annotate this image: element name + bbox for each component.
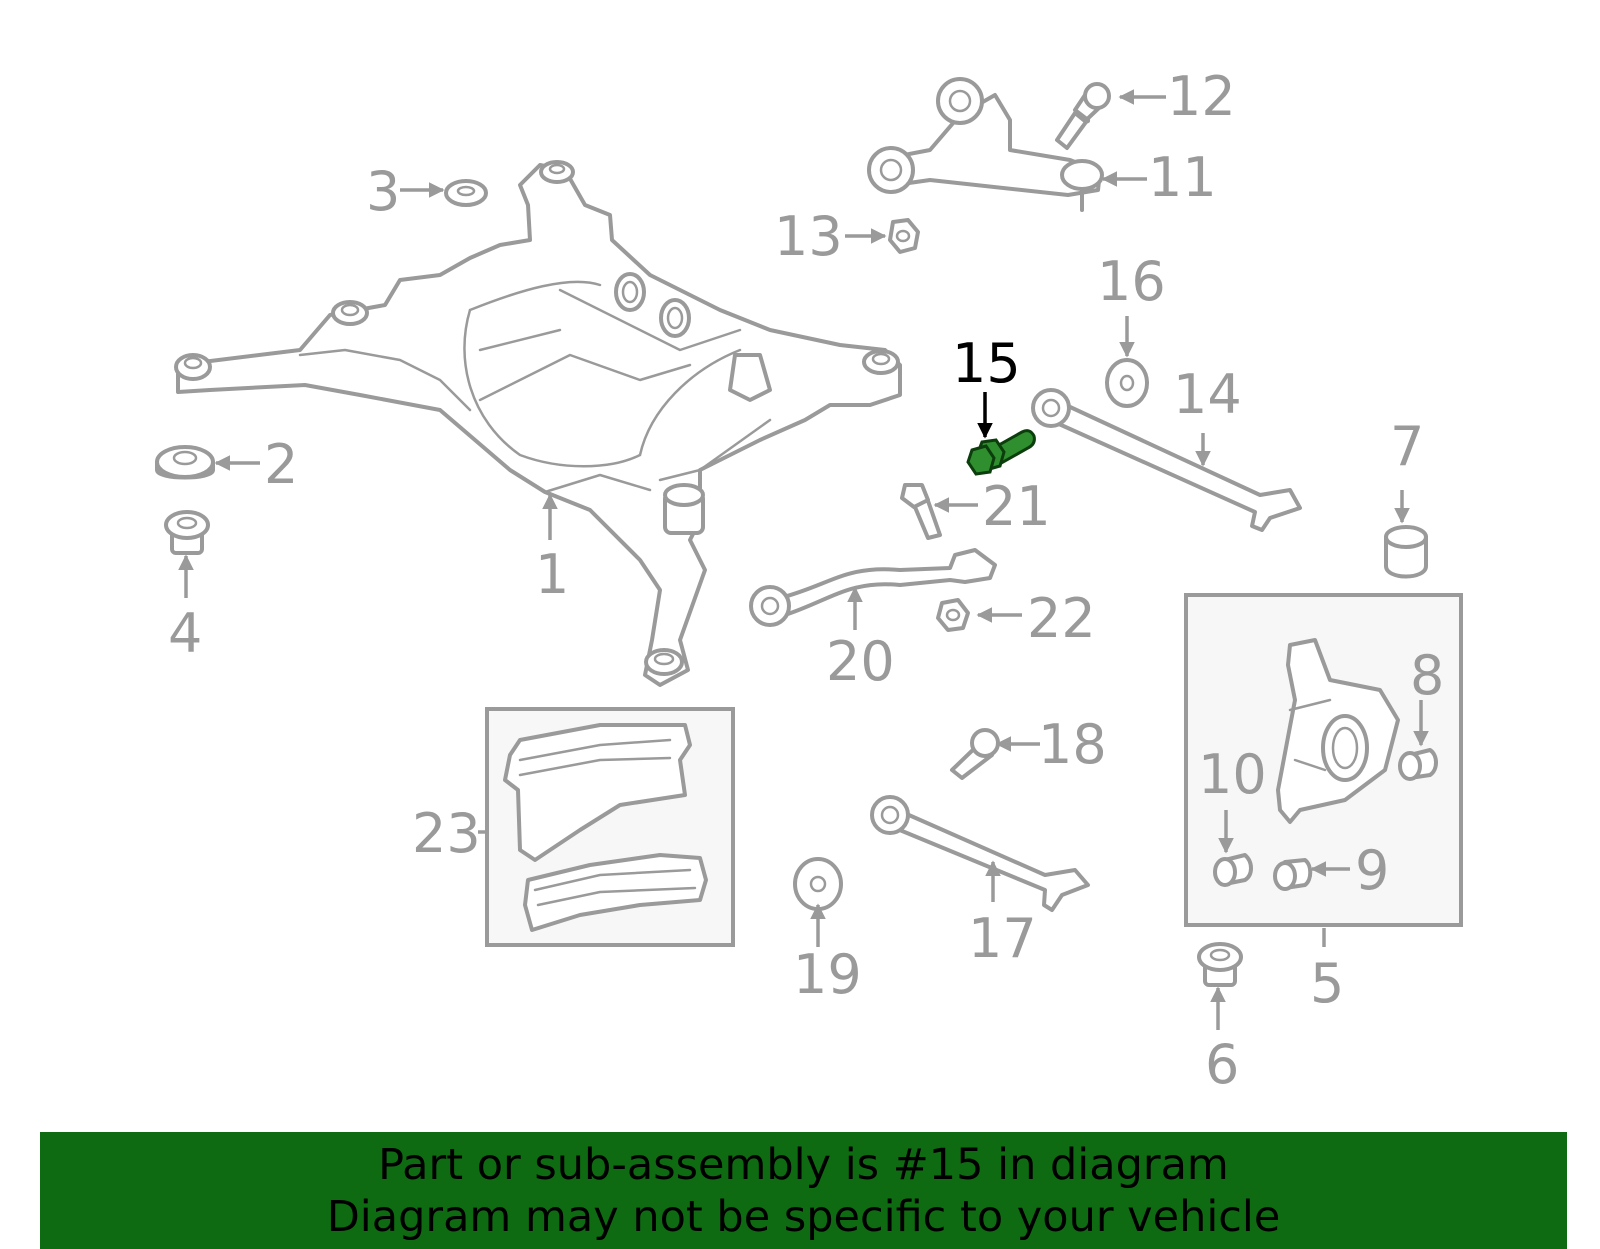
callout-labels: 1 2 3 4 5 6 7 8 9 10 11 12 13 14 15 16 1… — [168, 65, 1444, 1096]
callout-6: 6 — [1205, 1033, 1239, 1096]
callout-12: 12 — [1167, 65, 1236, 128]
callout-7: 7 — [1390, 415, 1424, 478]
callout-13: 13 — [774, 205, 843, 268]
part-16-washer[interactable] — [1105, 358, 1149, 408]
info-banner: Part or sub-assembly is #15 in diagram D… — [40, 1132, 1567, 1249]
inset-23-covers[interactable] — [485, 707, 735, 947]
part-14-lateral-link[interactable] — [1031, 388, 1302, 532]
part-22-nut[interactable] — [936, 598, 970, 632]
part-11-upper-arm[interactable] — [867, 77, 1104, 212]
callout-4: 4 — [168, 602, 202, 665]
callout-5: 5 — [1310, 952, 1344, 1015]
part-1-subframe[interactable] — [174, 160, 902, 687]
callout-19: 19 — [793, 943, 862, 1006]
part-15-bolt-highlighted[interactable] — [966, 429, 1036, 476]
banner-line-1: Part or sub-assembly is #15 in diagram — [378, 1139, 1229, 1190]
callout-15-highlighted: 15 — [952, 332, 1021, 395]
callout-14: 14 — [1173, 363, 1242, 426]
callout-11: 11 — [1148, 146, 1217, 209]
callout-3: 3 — [366, 160, 400, 223]
callout-2: 2 — [264, 433, 298, 496]
inset-5-knuckle[interactable] — [1184, 593, 1463, 927]
callout-1: 1 — [535, 543, 569, 606]
parts-diagram: 1 2 3 4 5 6 7 8 9 10 11 12 13 14 15 16 1… — [155, 65, 1463, 1096]
part-2-washer[interactable] — [155, 445, 215, 480]
leader-lines — [178, 89, 1429, 1030]
callout-8: 8 — [1410, 644, 1444, 707]
part-17-link[interactable] — [870, 795, 1090, 912]
callout-20: 20 — [826, 630, 895, 693]
callout-9: 9 — [1355, 839, 1389, 902]
callout-16: 16 — [1097, 250, 1166, 313]
callout-21: 21 — [982, 475, 1051, 538]
part-18-bolt[interactable] — [950, 728, 1000, 780]
callout-18: 18 — [1038, 713, 1107, 776]
part-20-link[interactable] — [749, 548, 997, 627]
part-7-bushing[interactable] — [1384, 525, 1428, 579]
part-19-washer[interactable] — [793, 857, 843, 911]
part-12-bolt[interactable] — [1055, 82, 1111, 150]
callout-17: 17 — [968, 907, 1037, 970]
part-3-washer[interactable] — [444, 179, 488, 207]
banner-line-2: Diagram may not be specific to your vehi… — [326, 1191, 1281, 1242]
part-4-nut[interactable] — [164, 510, 210, 555]
part-6-nut[interactable] — [1197, 942, 1243, 987]
callout-10: 10 — [1198, 743, 1267, 806]
callout-22: 22 — [1027, 587, 1096, 650]
callout-23: 23 — [412, 802, 481, 865]
part-21-bolt[interactable] — [900, 483, 942, 540]
part-13-nut[interactable] — [888, 218, 920, 254]
